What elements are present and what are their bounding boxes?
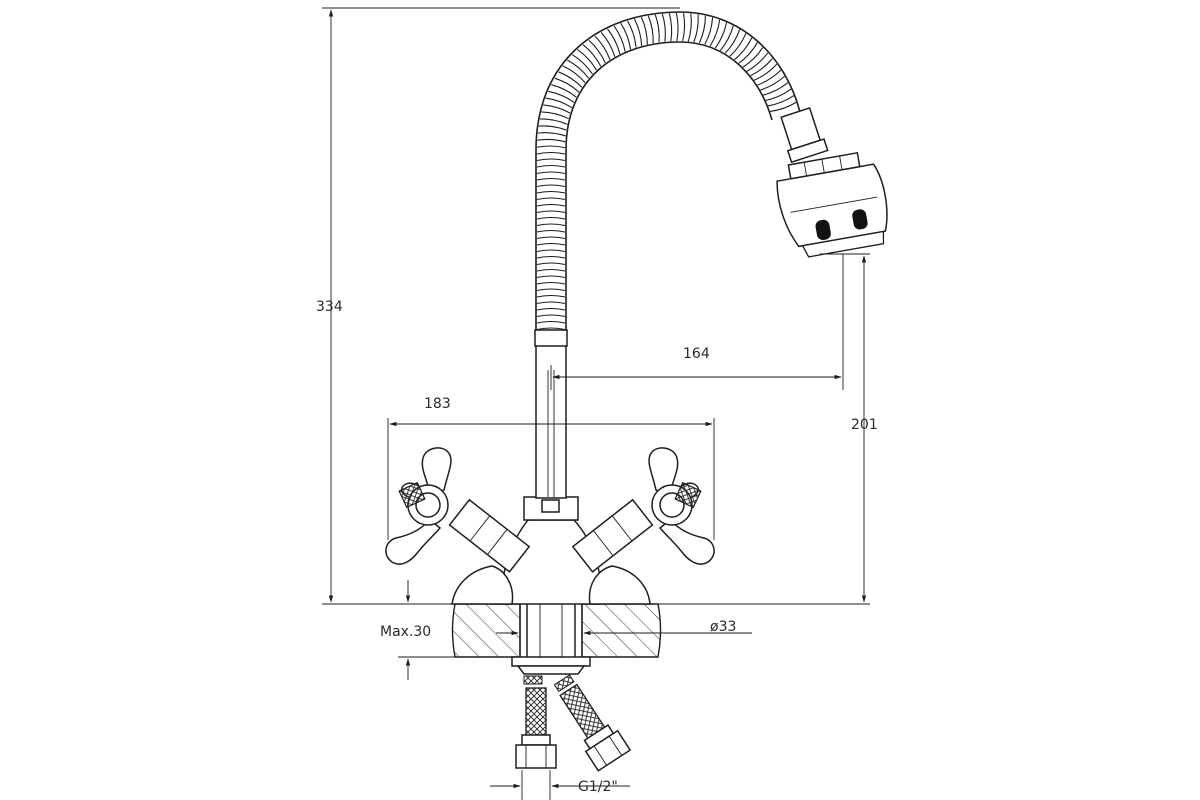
spout-rib [693, 14, 699, 43]
spout-rib [724, 29, 741, 54]
spout-rib [620, 22, 632, 50]
countertop-section [451, 599, 662, 675]
spout-rib [668, 13, 673, 42]
spout-rib [536, 158, 566, 162]
spout-rib [536, 210, 566, 214]
flexible-spout [534, 11, 829, 347]
spout-rib [551, 84, 577, 98]
spout-rib [538, 125, 567, 131]
spout-rib [536, 177, 566, 181]
left-handle [385, 447, 531, 573]
spout-rib [567, 59, 590, 79]
spout-rib [536, 242, 566, 246]
spout-rib [750, 57, 773, 77]
spout-rib [613, 25, 626, 52]
spout-rib [536, 190, 566, 194]
spout-rib [594, 35, 611, 60]
spout-rib [607, 28, 621, 55]
spout-rib [548, 90, 575, 103]
spout-rib [554, 77, 580, 93]
spout-rib [709, 19, 721, 47]
spout-rib [734, 37, 753, 61]
spout-rib [769, 101, 797, 112]
spout-rib [757, 69, 782, 86]
spout-rib [536, 301, 566, 305]
spout-rib [536, 203, 566, 207]
spout-rib [536, 327, 566, 331]
spout-rib [582, 44, 602, 67]
spout-rib [654, 14, 660, 43]
spout-rib [536, 145, 566, 149]
spout-rib [738, 42, 758, 64]
spout-rib [600, 32, 616, 57]
spout-rib [536, 216, 566, 220]
spout-rib [719, 25, 734, 51]
handles-span-label: 183 [424, 396, 451, 412]
spout-rib [558, 71, 583, 88]
spout-rib [536, 281, 566, 285]
spout-rib [543, 104, 571, 114]
spout-rib [536, 184, 566, 188]
spout-rib [536, 171, 566, 175]
supply-hoses [515, 674, 632, 772]
spout-rib [536, 255, 566, 259]
spout-rib [536, 164, 566, 168]
faucet-body [451, 344, 651, 605]
spout-rib [704, 17, 714, 45]
spout-rib [767, 95, 795, 107]
spout-rib [536, 249, 566, 253]
spray-head [776, 151, 888, 258]
spout-rib [536, 307, 566, 311]
spout-rib [765, 88, 792, 102]
spout-rib [536, 314, 566, 318]
spout-rib [545, 97, 573, 109]
spout-rib [536, 262, 566, 266]
spout-rib [541, 111, 569, 120]
spout-rib [536, 275, 566, 279]
spout-rib [537, 138, 566, 143]
right-handle [571, 447, 715, 573]
dimension-lines [322, 7, 870, 800]
spout-rib [536, 294, 566, 298]
spout-rib [536, 320, 566, 324]
spout-rib [742, 47, 764, 68]
spout-rib [537, 132, 566, 137]
spout-rib [682, 12, 686, 42]
spout-rib [753, 63, 778, 81]
spout-reach-label: 164 [683, 346, 710, 362]
spout-rib [539, 118, 568, 125]
connection-thread-label: G1/2" [578, 779, 618, 795]
spout-rib [577, 49, 598, 71]
mount-hole-label: ø33 [710, 619, 736, 635]
spout-rib [572, 54, 593, 75]
spout-rib [536, 229, 566, 233]
spout-outlet-height-label: 201 [851, 417, 878, 433]
spout-rib [729, 33, 747, 57]
spout-rib [687, 13, 692, 42]
spout-rib [675, 12, 679, 42]
spout-rib [640, 16, 648, 45]
max-countertop-label: Max.30 [380, 624, 431, 640]
spout-rib [746, 52, 769, 72]
spout-rib [588, 39, 606, 64]
spout-rib [536, 236, 566, 240]
spout-rib [627, 20, 637, 48]
spout-rib [647, 15, 654, 44]
overall-height-label: 334 [316, 299, 343, 315]
spout-rib [633, 18, 643, 46]
spout-rib [698, 15, 706, 44]
spout-corrugation [536, 12, 797, 337]
spout-rib [760, 75, 785, 91]
spout-rib [562, 65, 586, 84]
spout-rib [536, 223, 566, 227]
spout-rib [536, 197, 566, 201]
spout-rib [661, 13, 666, 42]
spout-rib [536, 268, 566, 272]
spout-rib [536, 151, 566, 155]
spout-rib [536, 288, 566, 292]
spout-rib [714, 22, 728, 49]
spout-rib [762, 82, 789, 96]
